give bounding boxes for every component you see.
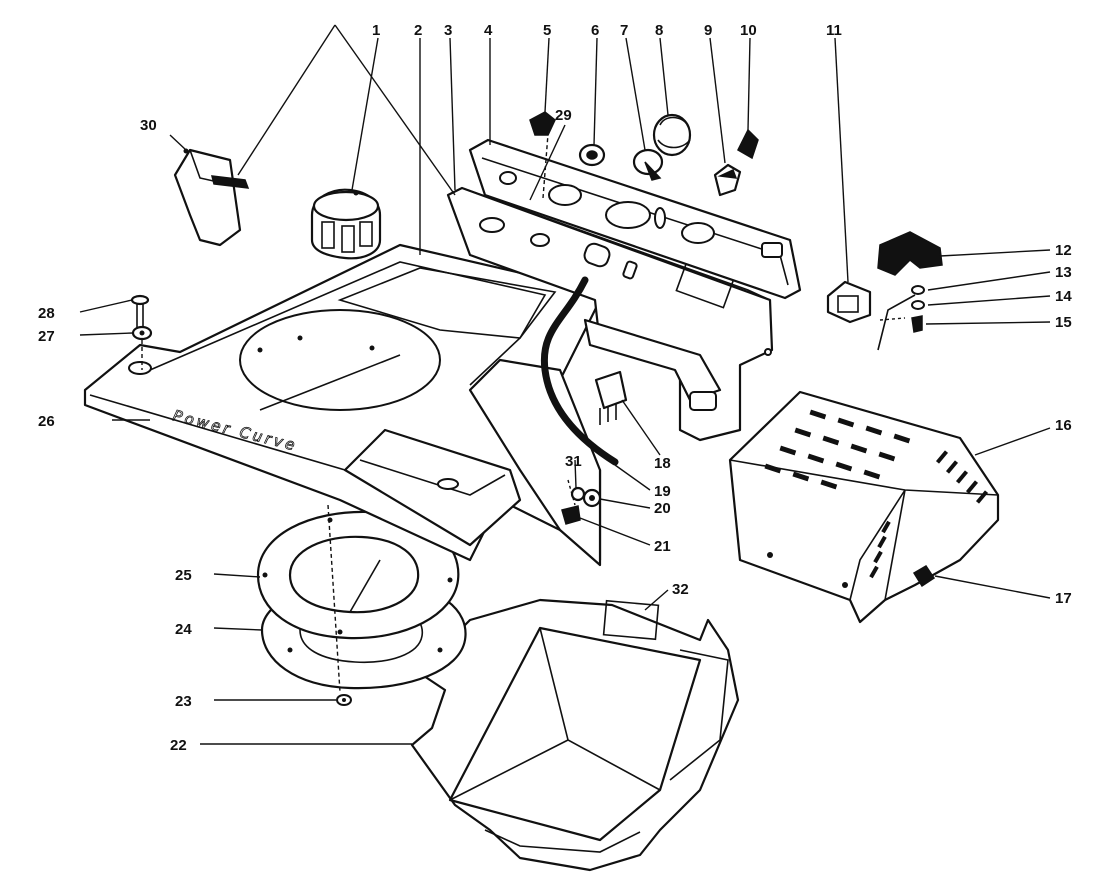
- bolt-17-part: [912, 564, 936, 588]
- callout-9: 9: [704, 22, 712, 39]
- washer-23-part: [336, 694, 352, 706]
- chute-housing-part: [410, 598, 740, 872]
- callout-11: 11: [826, 22, 842, 39]
- plug-10-part: [737, 128, 759, 160]
- callout-5: 5: [543, 22, 551, 39]
- nut-20-part: [582, 488, 602, 508]
- callout-17: 17: [1055, 590, 1072, 607]
- callout-1: 1: [372, 22, 380, 39]
- vent-slots: [764, 409, 989, 579]
- callout-21: 21: [654, 538, 671, 555]
- bolt-21-part: [561, 505, 581, 525]
- decal-32-part: [602, 599, 660, 641]
- washer-13-part: [911, 285, 925, 295]
- callout-26: 26: [38, 413, 55, 430]
- callout-25: 25: [175, 567, 192, 584]
- shroud-panel-part: Power Curve: [83, 243, 602, 567]
- callout-8: 8: [655, 22, 663, 39]
- callout-13: 13: [1055, 264, 1072, 281]
- hose-19-part: [540, 276, 619, 466]
- callout-12: 12: [1055, 242, 1072, 259]
- callout-6: 6: [591, 22, 599, 39]
- control-bracket-part: [446, 186, 774, 442]
- callout-14: 14: [1055, 288, 1072, 305]
- callout-3: 3: [444, 22, 452, 39]
- callout-labels: 1 2 3 4 5 6 7 8 9 10 11 12 13 14 15 16 1…: [38, 22, 1072, 754]
- choke-7-part: [632, 148, 664, 181]
- callout-32: 32: [672, 581, 689, 598]
- receptacle-part: [826, 280, 872, 324]
- callout-19: 19: [654, 483, 671, 500]
- switch-9-part: [713, 163, 742, 197]
- primer-8-part: [652, 113, 692, 157]
- callout-16: 16: [1055, 417, 1072, 434]
- control-panel-part: [468, 138, 802, 300]
- chute-ring-part: [256, 510, 460, 640]
- knob-6-part: [578, 143, 606, 167]
- callout-10: 10: [740, 22, 757, 39]
- washer-27-part: [131, 325, 153, 341]
- screw-15-part: [911, 315, 923, 333]
- callout-24: 24: [175, 621, 192, 638]
- fuel-cap-part: [310, 188, 382, 260]
- callout-7: 7: [620, 22, 628, 39]
- spring-14-part: [877, 294, 925, 351]
- bolt-28-part: [130, 294, 150, 329]
- muffler-shield-part: [728, 390, 1000, 624]
- screw-5-part: [529, 111, 556, 136]
- callout-31: 31: [565, 453, 582, 470]
- callout-18: 18: [654, 455, 671, 472]
- leader-lines: [79, 24, 1051, 745]
- connector-18-part: [594, 370, 628, 425]
- callout-4: 4: [484, 22, 493, 39]
- callout-20: 20: [654, 500, 671, 517]
- callout-27: 27: [38, 328, 55, 345]
- callout-28: 28: [38, 305, 55, 322]
- callout-30: 30: [140, 117, 157, 134]
- callout-2: 2: [414, 22, 422, 39]
- callout-29: 29: [555, 107, 572, 124]
- callout-15: 15: [1055, 314, 1072, 331]
- callout-22: 22: [170, 737, 187, 754]
- cover-12-part: [877, 231, 943, 276]
- callout-23: 23: [175, 693, 192, 710]
- ignition-switch-part: [173, 148, 250, 247]
